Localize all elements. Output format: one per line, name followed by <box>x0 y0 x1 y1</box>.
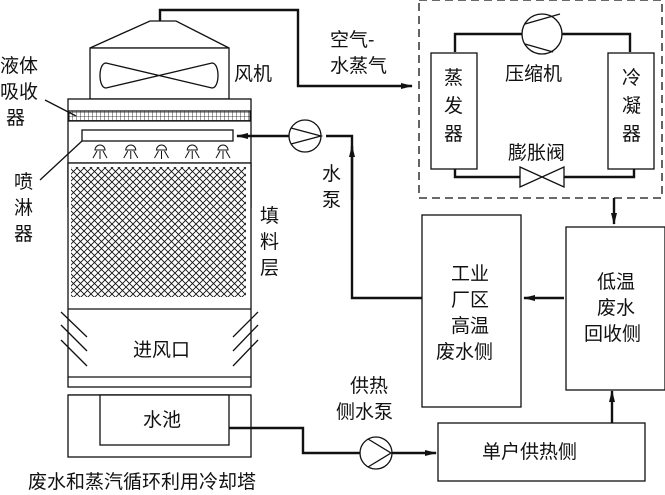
spray-nozzle-icon <box>215 144 231 159</box>
water-pump-icon <box>288 119 324 153</box>
low-temp-recovery-label: 低温 废水 回收侧 <box>584 271 641 345</box>
spray-nozzles <box>92 144 231 159</box>
industrial-hot-wastewater-block <box>421 214 522 408</box>
air-inlet-label: 进风口 <box>133 339 190 361</box>
compressor-label: 压缩机 <box>505 63 562 85</box>
pool-label: 水池 <box>143 409 181 431</box>
liquid-absorber <box>68 110 251 122</box>
fan-icon <box>99 62 219 89</box>
svg-text:泵: 泵 <box>322 189 341 211</box>
fan-housing <box>89 47 230 100</box>
svg-text:水蒸气: 水蒸气 <box>330 55 387 77</box>
svg-text:厂区: 厂区 <box>451 289 489 311</box>
svg-text:层: 层 <box>260 257 279 279</box>
sprayer-label: 喷 淋 器 <box>14 171 33 245</box>
air-inlet-louvers-right <box>232 311 259 367</box>
svg-text:供热: 供热 <box>350 375 388 397</box>
spray-nozzle-icon <box>154 144 169 159</box>
svg-text:低温: 低温 <box>597 271 635 293</box>
svg-text:水: 水 <box>322 163 341 185</box>
compressor-icon <box>521 13 563 55</box>
spray-nozzle-icon <box>123 144 139 159</box>
air-vapor-label: 空气- 水蒸气 <box>330 29 387 77</box>
svg-text:废水侧: 废水侧 <box>436 341 493 363</box>
spray-nozzle-icon <box>184 144 200 159</box>
expansion-valve-label: 膨胀阀 <box>508 142 565 164</box>
spray-nozzle-icon <box>92 144 108 159</box>
svg-text:侧水泵: 侧水泵 <box>336 401 393 423</box>
svg-text:喷: 喷 <box>14 171 33 193</box>
svg-text:工业: 工业 <box>451 263 489 285</box>
svg-text:液体: 液体 <box>0 55 38 77</box>
svg-text:发: 发 <box>444 95 463 117</box>
heat-pump-unit <box>418 0 663 199</box>
evaporator-label: 蒸 发 器 <box>444 67 463 145</box>
diagram-caption: 废水和蒸汽循环利用冷却塔 <box>28 471 256 493</box>
air-inlet-louvers-left <box>60 311 88 367</box>
svg-text:废水: 废水 <box>597 297 635 319</box>
svg-text:器: 器 <box>6 107 25 129</box>
cooling-tower <box>39 20 259 458</box>
svg-text:器: 器 <box>444 123 463 145</box>
industrial-hot-wastewater-label: 工业 厂区 高温 废水侧 <box>436 263 493 363</box>
evaporator <box>430 52 478 170</box>
air-vapor-pipe <box>158 8 413 89</box>
heating-pump-label: 供热 侧水泵 <box>336 375 393 423</box>
packing-label: 填 料 层 <box>260 205 279 279</box>
svg-text:填: 填 <box>260 205 279 227</box>
svg-text:料: 料 <box>260 231 279 253</box>
svg-text:吸收: 吸收 <box>0 81 38 103</box>
absorber-label: 液体 吸收 器 <box>0 55 38 129</box>
water-pump-return-pipe <box>326 134 422 300</box>
svg-text:回收侧: 回收侧 <box>584 323 641 345</box>
heat-pump-boundary <box>418 0 663 199</box>
household-heating-label: 单户供热侧 <box>482 441 577 463</box>
water-pump-label: 水 泵 <box>322 163 341 211</box>
expansion-valve-icon <box>519 165 565 189</box>
sprayer-leader <box>39 140 83 181</box>
pool-outlet-pipe <box>229 426 360 455</box>
fan-label: 风机 <box>234 63 272 85</box>
svg-text:空气-: 空气- <box>330 29 374 51</box>
svg-text:淋: 淋 <box>14 197 33 219</box>
condenser <box>607 52 655 170</box>
household-heating-block <box>437 422 646 482</box>
condenser-label: 冷 凝 器 <box>622 67 641 145</box>
spray-pipe <box>81 129 234 142</box>
svg-text:蒸: 蒸 <box>444 67 463 89</box>
packing-layer <box>71 167 246 297</box>
svg-text:冷: 冷 <box>622 67 641 89</box>
heating-pump-icon <box>359 436 393 470</box>
fan-hood <box>89 20 230 49</box>
svg-text:凝: 凝 <box>622 95 641 117</box>
svg-text:高温: 高温 <box>451 315 489 337</box>
svg-text:器: 器 <box>14 223 33 245</box>
svg-text:器: 器 <box>622 123 641 145</box>
low-temp-recovery-block <box>565 226 665 391</box>
absorber-leader <box>44 99 77 117</box>
water-pool <box>99 394 230 446</box>
